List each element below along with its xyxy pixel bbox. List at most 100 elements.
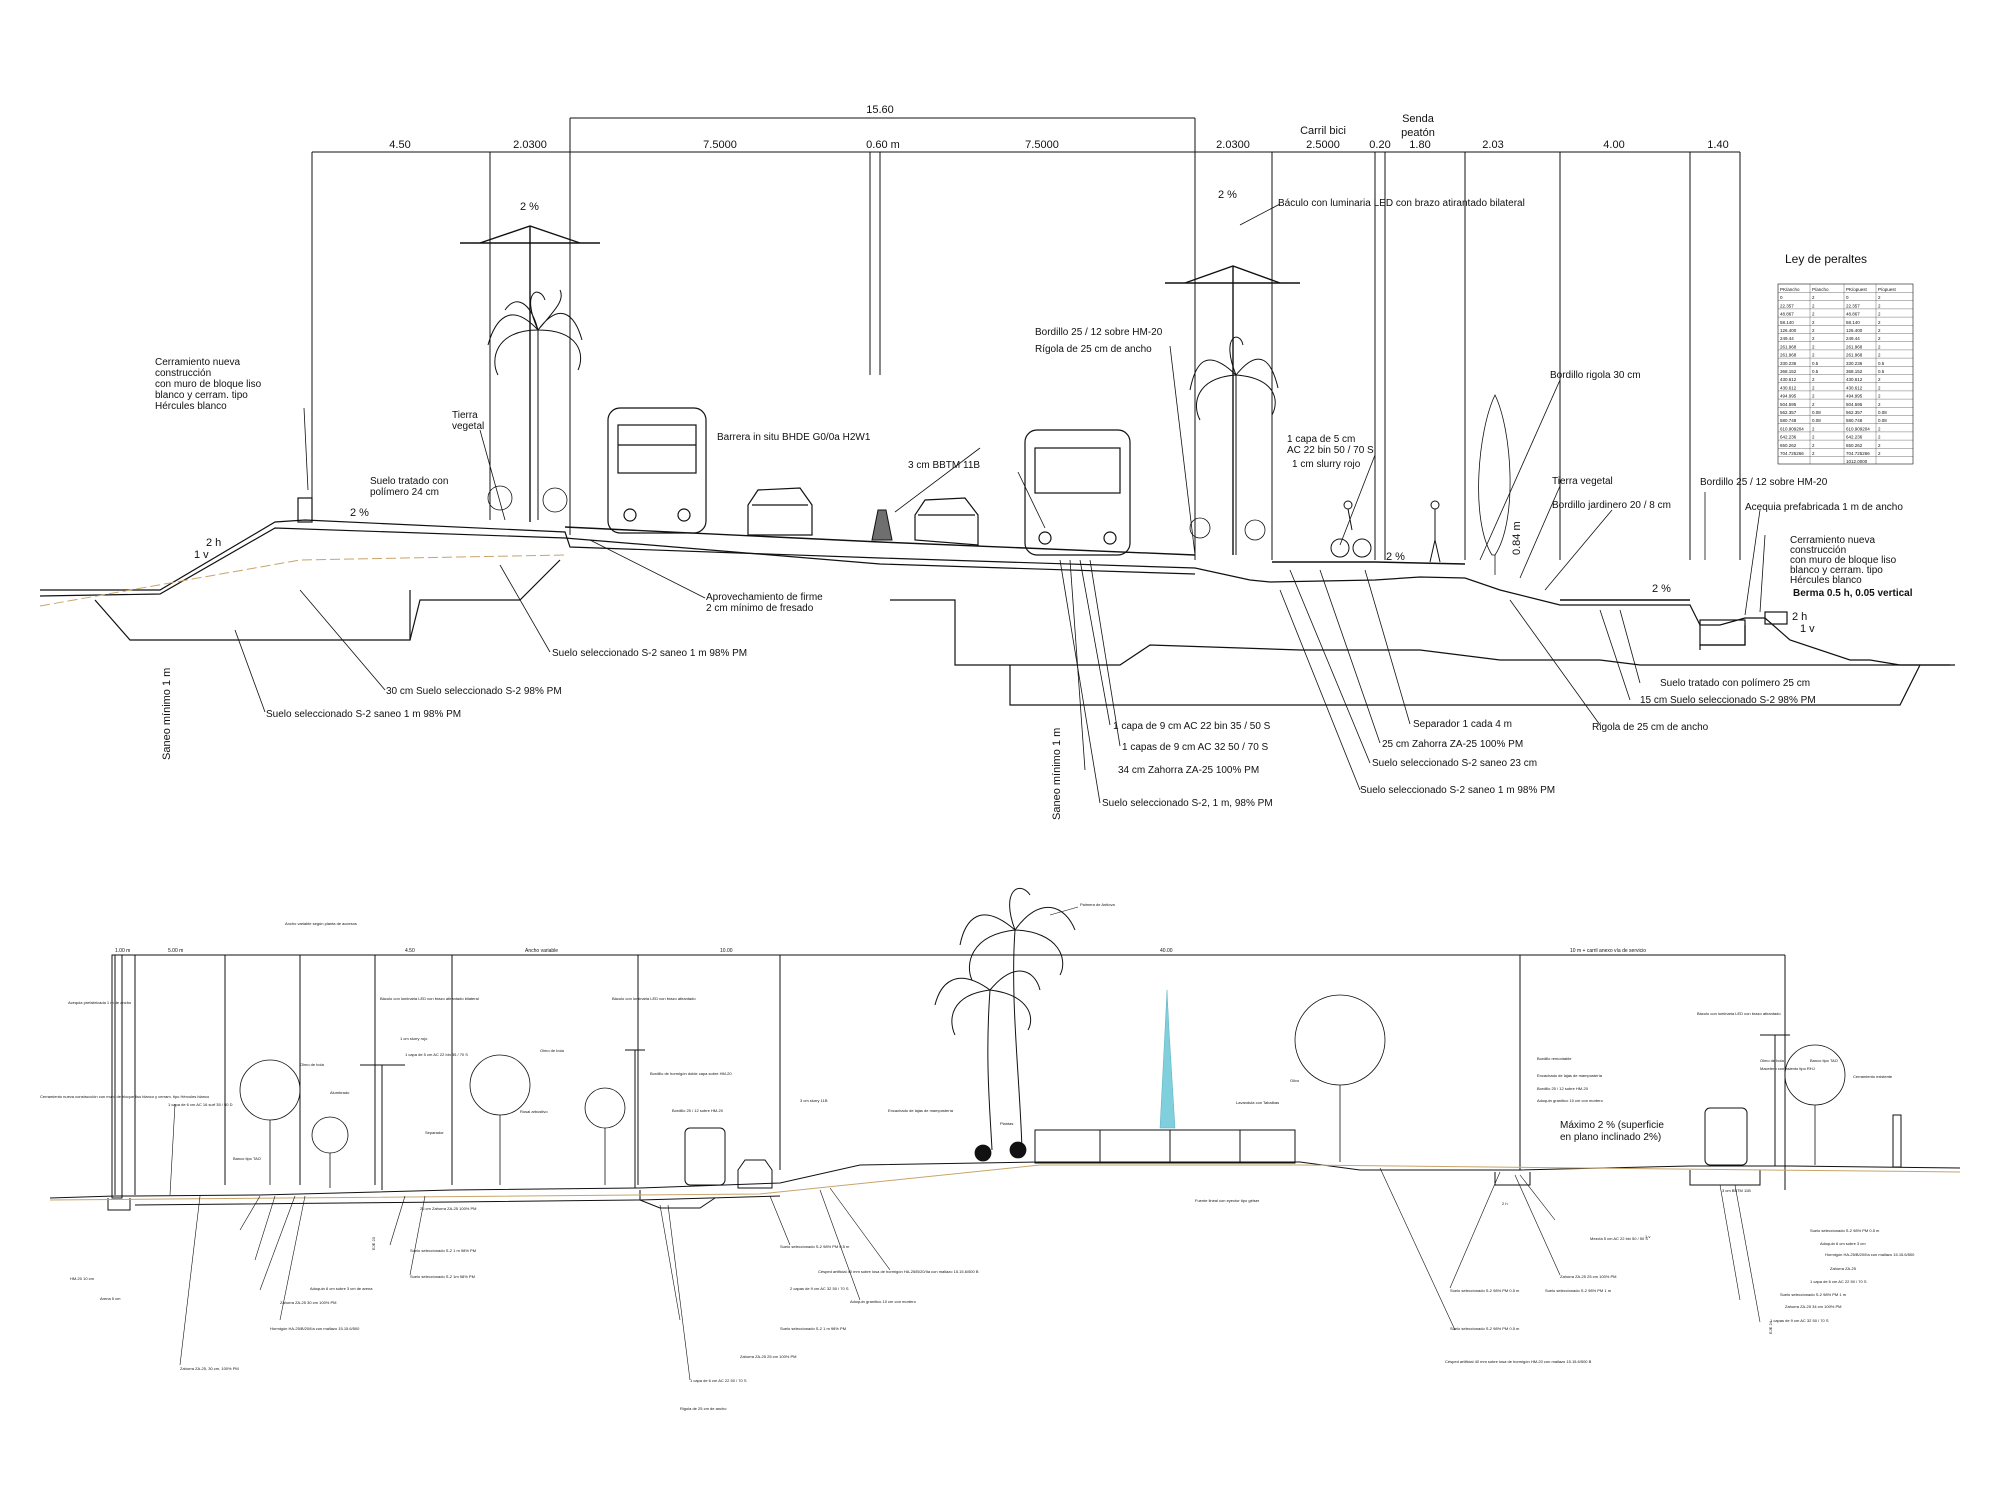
bdim-40: 40.00 [1160,948,1173,954]
peraltes-cell: 580.748 [1780,418,1797,423]
peraltes-cell: 430.612 [1780,377,1797,382]
bottom-label: Bordillo remontable [1537,1056,1572,1061]
dim-1-80: 1.80 [1409,139,1430,151]
top-car-left [747,487,813,536]
peraltes-cell: 642.236 [1780,435,1797,440]
bottom-label: Báculo con luminaria LED con brazo atira… [380,996,479,1001]
peraltes-cell: 0 [1846,295,1849,300]
peraltes-cell: 2 [1878,320,1881,325]
bottom-label: 1 capa de 6 cm AC 22 50 / 70 S [1810,1279,1867,1284]
slope-label-4: 2 % [1386,551,1405,563]
note-capa5-l2: AC 22 bin 50 / 70 S [1287,445,1374,456]
peraltes-cell: 126.400 [1846,328,1863,333]
note-cerr-r-l5: Hércules blanco [1790,575,1862,586]
note-polimero-25: Suelo tratado con polímero 25 cm [1660,678,1810,689]
bottom-label: Lavandula con Tabaibas [1236,1100,1279,1105]
peraltes-cell: 0.08 [1812,410,1821,415]
note-suelo-saneo-1: Suelo seleccionado S-2 saneo 1 m 98% PM [552,648,747,659]
bottom-label: Suelo seleccionado S-2 98% PM 0.5 m [1810,1228,1880,1233]
peraltes-cell: 0.08 [1878,418,1887,423]
peraltes-cell: 126.400 [1780,328,1797,333]
top-ground-profile [39,497,1955,706]
peraltes-cell: 2 [1812,295,1815,300]
peraltes-cell: 494.995 [1846,394,1863,399]
peraltes-cell: 0.5 [1878,361,1885,366]
label-senda: Senda [1402,113,1435,125]
peraltes-cell: 704.725266 [1780,451,1804,456]
peraltes-cell: 249.44 [1846,336,1860,341]
note-berma: Berma 0.5 h, 0.05 vertical [1793,588,1913,599]
bottom-label: EJE 24 [1768,1320,1773,1334]
bottom-label: Césped artificial 40 mm sobre losa de ho… [1445,1359,1592,1364]
bottom-label: Zahorra ZA-25 25 cm 100% PM [1560,1274,1616,1279]
height-0-84: 0.84 m [1511,521,1523,555]
bottom-lamps [360,1034,1790,1190]
bottom-label: Bordillo 25 / 12 sobre HM-20 [672,1108,724,1113]
peraltes-cell: 2 [1812,353,1815,358]
peraltes-cell: 1012.0000 [1846,459,1868,464]
note-30cm-suelo: 30 cm Suelo seleccionado S-2 98% PM [386,686,562,697]
peraltes-cell: 504.595 [1846,402,1863,407]
top-ground-line-dashed [39,554,566,607]
bottom-label: Zahorra ZA-25 25 cm 100% PM [740,1354,796,1359]
top-barrier [871,509,893,541]
note-tierra-vegetal: Tierra vegetal [1552,476,1613,487]
top-palm-left [487,289,583,520]
bottom-label: Césped artificial 40 mm sobre losa de ho… [818,1269,979,1274]
peraltes-cell: 0.5 [1878,369,1885,374]
bottom-palm-large [934,887,1076,1151]
note-capa-9-bin: 1 capa de 9 cm AC 22 bin 35 / 50 S [1113,721,1271,732]
peraltes-cell: 2 [1878,328,1881,333]
dim-7-50-right: 7.5000 [1025,139,1059,151]
dim-0-60: 0.60 m [866,139,900,151]
peraltes-cell: 2 [1878,426,1881,431]
note-suelo-saneo-2: Suelo seleccionado S-2 saneo 1 m 98% PM [266,709,461,720]
peraltes-header: P/ancho [1812,287,1829,292]
bottom-label: Rigola de 25 cm de ancho [680,1406,727,1411]
peraltes-cell: 642.236 [1846,435,1863,440]
dim-2-03-right: 2.0300 [1216,139,1250,151]
side-slope-right-v: 1 v [1800,623,1815,635]
note-baculo: Báculo con luminaria LED con brazo atira… [1278,198,1525,209]
bottom-label: Suelo seleccionado S-2 98% PM 1 m [1545,1288,1612,1293]
peraltes-cell: 0.5 [1812,361,1819,366]
overall-dimension: 15.60 [866,104,894,116]
dim-2-03-left: 2.0300 [513,139,547,151]
bottom-label: Báculo con luminaria LED con brazo atira… [612,996,696,1001]
bottom-label: Hormigón HA-25/B/20/IIa con mallazo 15.1… [1825,1252,1915,1257]
peraltes-cell: 2 [1812,385,1815,390]
note-cerr-r-l1: Cerramiento nueva [1790,535,1875,546]
note-bbtm: 3 cm BBTM 11B [908,460,980,471]
note-cerramiento-l2: construcción [155,368,211,379]
peraltes-cell: 2 [1812,402,1815,407]
bottom-label: Zahorra ZA-25, 30 cm, 100% PM [180,1366,239,1371]
bottom-label: Macetero con asiento tipo RHJ [1760,1066,1815,1071]
peraltes-cell: 2 [1812,443,1815,448]
bdim-ancho-variable: Ancho variable [525,948,558,954]
bottom-label: Olmo de bola [1760,1058,1785,1063]
bottom-label: Suelo seleccionado S-2 98% PM 0.5 m [780,1244,850,1249]
label-peaton: peatón [1401,127,1435,139]
peraltes-cell: 2 [1878,435,1881,440]
top-lamp-left [460,225,600,522]
peraltes-cell: 261.968 [1780,353,1797,358]
top-pedestrian [1429,500,1441,563]
peraltes-cell: 2 [1812,394,1815,399]
note-cerramiento-l5: Hércules blanco [155,401,227,412]
note-cerramiento-l4: blanco y cerram. tipo [155,390,248,401]
peraltes-cell: 261.968 [1780,344,1797,349]
bottom-label: 1 cm slurry rojo [400,1036,428,1041]
note-barrera: Barrera in situ BHDE G0/0a H2W1 [717,432,871,443]
peraltes-cell: 22.357 [1780,303,1794,308]
note-rigola-l1: Rígola de 25 cm de ancho [1035,344,1152,355]
dim-0-20: 0.20 [1369,139,1390,151]
peraltes-cell: 2 [1878,394,1881,399]
bottom-label: Bordillo de hormigón doble capa sobre HM… [650,1071,732,1076]
peraltes-cell: 261.968 [1846,353,1863,358]
bottom-cross-section: 1.00 m 5.00 m Ancho variable según plant… [40,887,1961,1411]
top-annotations: Báculo con luminaria LED con brazo atira… [155,198,1913,809]
bottom-label: Rosal arbustivo [520,1109,548,1114]
peraltes-cell: 650.262 [1780,443,1797,448]
bottom-ground-dashed [49,1164,1961,1201]
bottom-label: Bordillo 25 / 12 sobre HM-20 [1537,1086,1589,1091]
